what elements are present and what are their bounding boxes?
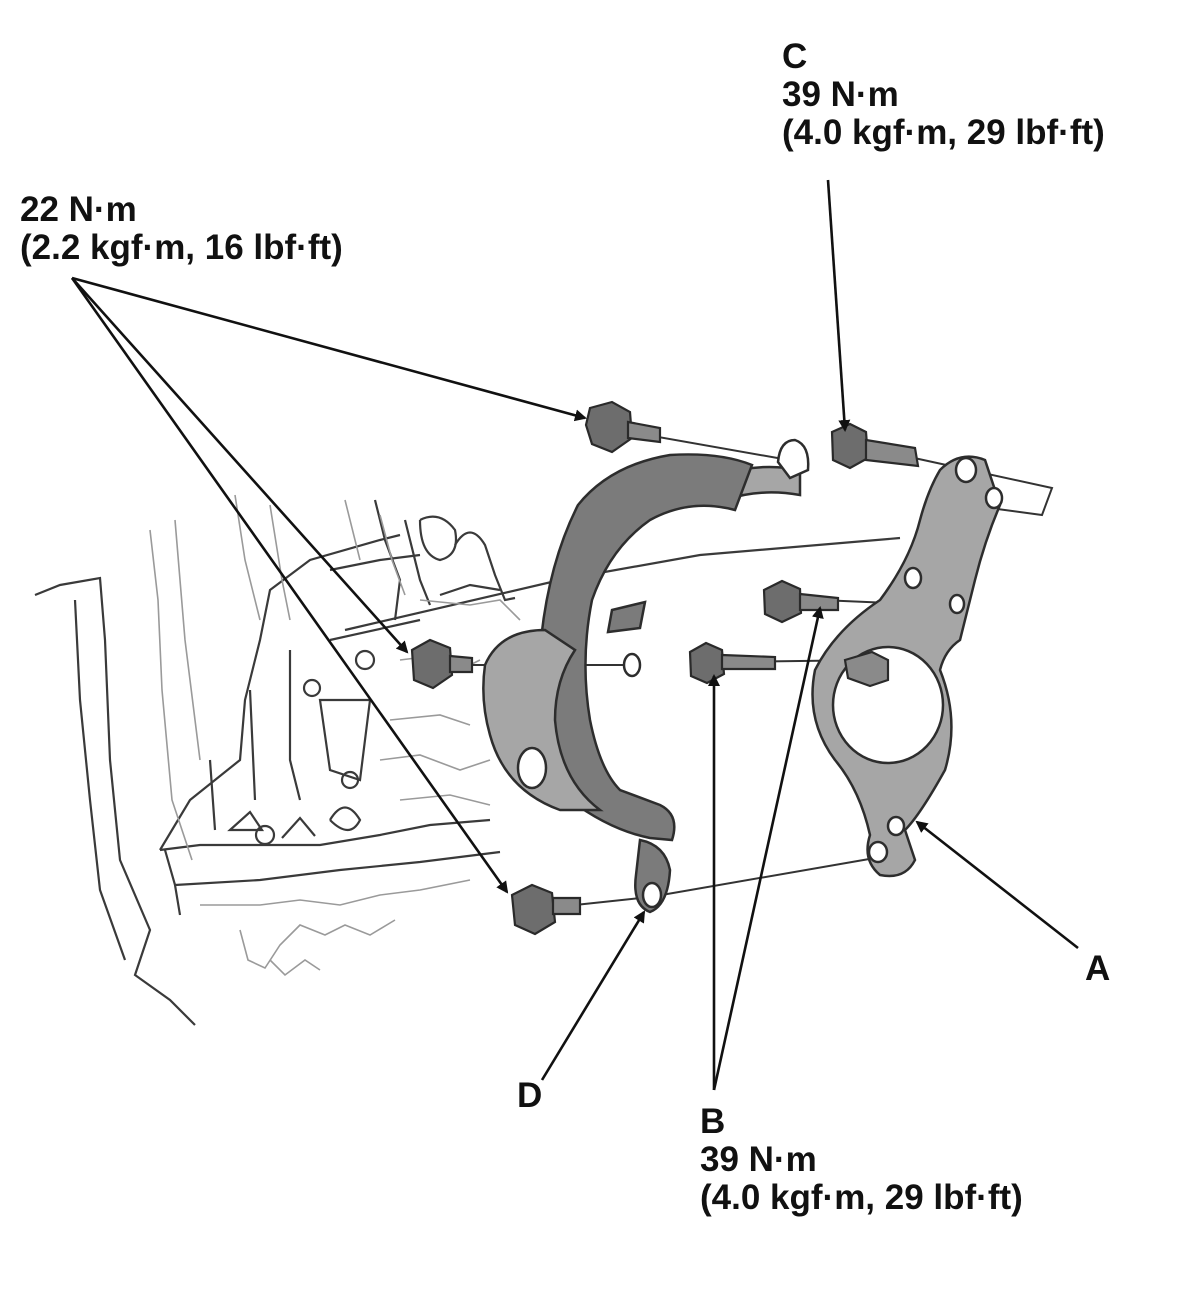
bolt-b-lower [688, 641, 777, 685]
torque-value-b: 39 N·m [700, 1140, 817, 1179]
bolt-22nm-top [584, 400, 662, 454]
bolt-22nm-bottom [510, 883, 582, 936]
callout-letter-b: B [700, 1102, 726, 1141]
bolt-c [830, 422, 920, 470]
mount-shield-d [482, 438, 810, 914]
callout-b: B 39 N·m (4.0 kgf·m, 29 lbf·ft) [700, 1103, 1023, 1217]
bolt-22nm-middle [410, 638, 474, 690]
callout-d: D [517, 1077, 542, 1115]
callout-letter-a: A [1085, 949, 1111, 988]
torque-label-22nm: 22 N·m (2.2 kgf·m, 16 lbf·ft) [20, 191, 343, 267]
callout-c: C 39 N·m (4.0 kgf·m, 29 lbf·ft) [782, 38, 1105, 152]
torque-conversion-c: (4.0 kgf·m, 29 lbf·ft) [782, 113, 1105, 152]
bolt-b-upper [762, 579, 840, 624]
torque-conversion-b: (4.0 kgf·m, 29 lbf·ft) [700, 1178, 1023, 1217]
engine-block-outline [34, 494, 901, 1026]
bolt-a [843, 650, 890, 688]
callout-a: A [1085, 950, 1110, 988]
leader-lines [70, 179, 1079, 1091]
callout-letter-d: D [517, 1076, 543, 1115]
mount-bracket-a [811, 455, 1004, 878]
torque-value: 22 N·m [20, 190, 137, 229]
torque-conversion: (2.2 kgf·m, 16 lbf·ft) [20, 228, 343, 267]
torque-value-c: 39 N·m [782, 75, 899, 114]
callout-letter-c: C [782, 37, 808, 76]
